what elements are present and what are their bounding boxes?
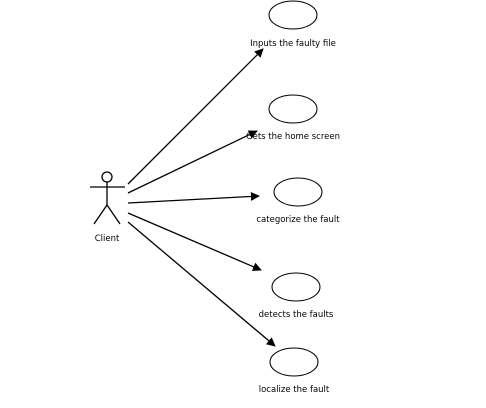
association-arrow-uc4 [127,212,262,271]
use-case-uc3[interactable]: categorize the fault [256,177,340,225]
association-arrow-uc5 [127,221,276,347]
client-actor[interactable]: Client [90,171,125,244]
association-arrow-uc1 [127,48,264,185]
use-case-label: Gets the home screen [246,132,340,142]
use-case-label: detects the faults [259,310,334,320]
use-case-label: Inputs the faulty file [250,39,336,49]
association-arrow-uc3 [127,191,260,204]
use-case-ellipse [271,272,321,302]
actor-right-leg [106,204,121,225]
use-case-label: categorize the fault [256,215,340,225]
use-case-uc4[interactable]: detects the faults [259,272,334,320]
associations [127,48,276,347]
use-case-uc2[interactable]: Gets the home screen [246,94,340,142]
use-case-ellipse [268,0,318,30]
use-case-ellipse [268,94,318,124]
use-case-label: localize the fault [259,385,330,395]
use-case-uc1[interactable]: Inputs the faulty file [250,0,336,49]
association-arrow-uc2 [127,130,258,194]
actor-label: Client [95,234,120,244]
actor-left-leg [93,204,108,225]
use-case-ellipse [273,177,323,207]
use-case-ellipse [269,347,319,377]
actor-head-icon [101,171,113,183]
use-case-uc5[interactable]: localize the fault [259,347,330,395]
